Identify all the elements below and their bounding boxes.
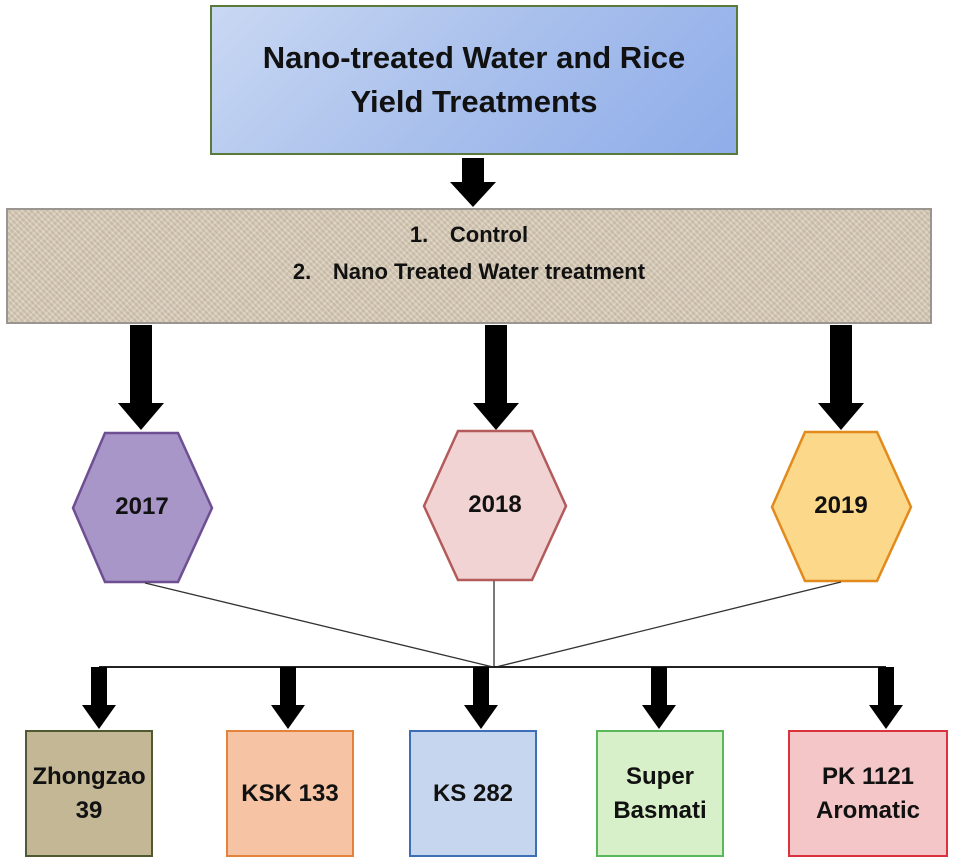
arrowhead-to-super-basmati: [642, 705, 676, 729]
treatment-item: 1. Control: [410, 216, 528, 253]
variety-box-pk1121: PK 1121 Aromatic: [788, 730, 948, 857]
variety-box-ksk133: KSK 133: [226, 730, 354, 857]
arrowhead-to-2019: [818, 403, 864, 430]
variety-box-ks282: KS 282: [409, 730, 537, 857]
treatment-number: 2.: [292, 258, 312, 284]
arrowhead-to-ksk133: [271, 705, 305, 729]
arrowhead-to-2017: [118, 403, 164, 430]
variety-label: Zhongzao 39: [32, 762, 146, 824]
arrowhead-to-zhongzao: [82, 705, 116, 729]
arrowhead-to-ks282: [464, 705, 498, 729]
arrow-to-super-basmati: [651, 667, 667, 707]
variety-box-zhongzao: Zhongzao 39: [25, 730, 153, 857]
year-label-2018: 2018: [468, 491, 522, 518]
line-2017-converge: [144, 582, 494, 668]
arrowhead-to-pk1121: [869, 705, 903, 729]
arrow-to-zhongzao: [91, 667, 107, 707]
treatment-number: 1.: [409, 221, 429, 247]
treatment-label: Nano Treated Water treatment: [332, 258, 646, 284]
treatment-item: 2. Nano Treated Water treatment: [293, 253, 645, 290]
hexagon-2019: [770, 430, 913, 583]
arrow-to-ks282: [473, 667, 489, 707]
variety-label: KSK 133: [241, 779, 339, 807]
diagram-title: Nano-treated Water and Rice Yield Treatm…: [262, 40, 686, 119]
year-label-2019: 2019: [814, 492, 868, 519]
arrow-to-2018: [485, 325, 507, 405]
treatment-label: Control: [449, 221, 529, 247]
arrow-to-pk1121: [878, 667, 894, 707]
variety-label: Super Basmati: [613, 762, 707, 824]
variety-box-super-basmati: Super Basmati: [596, 730, 724, 857]
arrow-to-ksk133: [280, 667, 296, 707]
arrow-title-to-treatments: [462, 158, 484, 184]
year-label-2017: 2017: [115, 493, 169, 520]
arrow-to-2019: [830, 325, 852, 405]
hexagon-2018: [422, 429, 568, 582]
variety-label: PK 1121 Aromatic: [815, 762, 921, 824]
line-2019-converge: [495, 581, 842, 668]
arrow-to-2017: [130, 325, 152, 405]
arrowhead-to-2018: [473, 403, 519, 430]
arrowhead-title-to-treatments: [450, 182, 496, 207]
hexagon-2017: [71, 431, 214, 584]
title-box: Nano-treated Water and Rice Yield Treatm…: [210, 5, 738, 155]
treatments-box: 1. Control 2. Nano Treated Water treatme…: [6, 208, 932, 324]
variety-label: KS 282: [432, 779, 514, 807]
